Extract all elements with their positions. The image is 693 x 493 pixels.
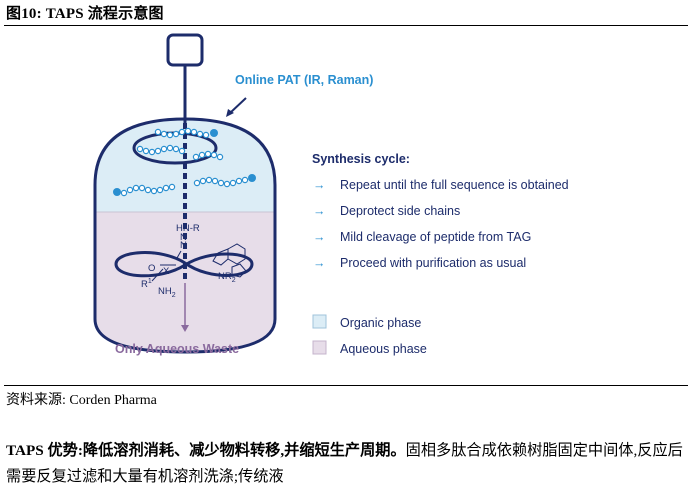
pat-probe-arrow (229, 97, 247, 114)
figure-source: 资料来源: Corden Pharma (6, 393, 157, 408)
body-paragraph: TAPS 优势:降低溶剂消耗、减少物料转移,并缩短生产周期。固相多肽合成依赖树脂… (6, 438, 690, 490)
peptide-bead (142, 147, 150, 155)
peptide-bead (172, 130, 180, 138)
peptide-bead (168, 183, 176, 191)
tag-molecule (151, 243, 247, 282)
peptide-bead (138, 184, 146, 192)
peptide-bead (196, 130, 204, 138)
waste-drain-arrowhead (181, 325, 189, 332)
peptide-bead (156, 186, 164, 194)
body-lead: TAPS 优势:降低溶剂消耗、减少物料转移,并缩短生产周期。 (6, 442, 406, 459)
peptide-bead (190, 128, 198, 136)
peptide-bead (235, 177, 243, 185)
peptide-bead (202, 131, 210, 139)
pat-probe-arrowhead (226, 109, 234, 117)
peptide-bead (193, 179, 201, 187)
label-n-upper: N (180, 240, 187, 251)
peptide-bead (166, 144, 174, 152)
tag-dot (210, 129, 218, 137)
peptide-bead (160, 145, 168, 153)
tag-dot (113, 188, 121, 196)
cycle-step-2: Deprotect side chains (340, 204, 460, 218)
cycle-step-4: Proceed with purification as usual (340, 256, 526, 270)
label-x: X (163, 266, 170, 277)
peptide-bead (154, 147, 162, 155)
peptide-bead (223, 180, 231, 188)
peptide-bead (241, 176, 249, 184)
peptide-bead (136, 145, 144, 153)
step-arrow-icon: → (313, 178, 326, 192)
peptide-bead (211, 177, 219, 185)
peptide-bead (144, 186, 152, 194)
legend-organic-label: Organic phase (340, 316, 421, 330)
peptide-bead (162, 184, 170, 192)
peptide-bead (120, 189, 128, 197)
cycle-title: Synthesis cycle: (312, 152, 410, 166)
body-text: 固相多肽合成依赖树脂固定中间体,反应后需要反复过滤和大量有机溶剂洗涤;传统液 (6, 442, 683, 485)
label-o: O (148, 263, 155, 274)
peptide-bead (178, 147, 186, 155)
peptide-bead (229, 179, 237, 187)
label-r1: R1 (141, 278, 152, 290)
peptide-bead (216, 153, 224, 161)
legend-organic-swatch (312, 314, 327, 329)
peptide-bead (210, 151, 218, 159)
cycle-step-1: Repeat until the full sequence is obtain… (340, 178, 569, 192)
legend-aqueous-label: Aqueous phase (340, 342, 427, 356)
peptide-bead (204, 150, 212, 158)
peptide-bead (132, 184, 140, 192)
label-nh2: NH2 (158, 286, 176, 299)
peptide-bead (178, 128, 186, 136)
chemistry-labels: HN-R N N O X R1 NH2 NR2 (141, 223, 236, 299)
peptide-bead (205, 176, 213, 184)
step-arrow-icon: → (313, 204, 326, 218)
peptide-bead (160, 130, 168, 138)
peptide-bead (192, 153, 200, 161)
peptide-bead (166, 131, 174, 139)
cycle-step-3: Mild cleavage of peptide from TAG (340, 230, 531, 244)
peptide-bead (198, 151, 206, 159)
peptide-bead (126, 186, 134, 194)
step-arrow-icon: → (313, 230, 326, 244)
top-rule (4, 25, 688, 26)
lower-stirrer-loop (114, 251, 254, 278)
label-n-lower: N (180, 232, 187, 243)
waste-label: Only Aqueous Waste (115, 342, 239, 356)
figure-title: 图10: TAPS 流程示意图 (6, 6, 164, 22)
peptide-bead (199, 177, 207, 185)
tag-dot (248, 174, 256, 182)
taps-process-diagram: Online PAT (IR, Raman) HN-R N N O X R1 N… (93, 33, 569, 356)
pat-label: Online PAT (IR, Raman) (235, 73, 373, 87)
peptide-bead (148, 148, 156, 156)
label-hn-r: HN-R (176, 223, 200, 234)
label-nr2: NR2 (218, 271, 236, 284)
reactor-vessel (93, 117, 277, 354)
peptide-bead (150, 187, 158, 195)
cycle-steps: → Repeat until the full sequence is obta… (313, 178, 569, 270)
peptide-tag-dots (113, 129, 256, 196)
step-arrow-icon: → (313, 256, 326, 270)
peptide-chains (120, 127, 249, 197)
peptide-bead (154, 128, 162, 136)
stirrer-handle (166, 33, 204, 67)
bottom-rule (4, 385, 688, 386)
peptide-bead (217, 179, 225, 187)
peptide-bead (184, 127, 192, 135)
legend-aqueous-swatch (312, 340, 327, 355)
peptide-bead (172, 145, 180, 153)
